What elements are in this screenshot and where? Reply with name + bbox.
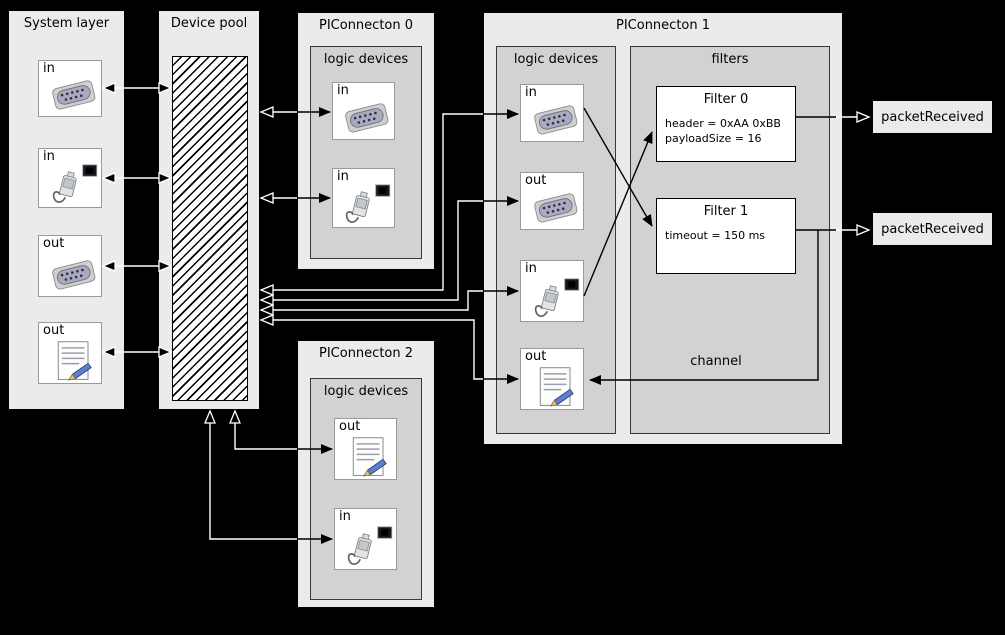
device-label: in	[43, 149, 55, 164]
device-label: in	[525, 261, 537, 276]
serial-port-icon	[48, 73, 100, 115]
system-layer-title: System layer	[23, 16, 110, 31]
filter-param: header = 0xAA 0xBB	[665, 117, 781, 130]
filters-title: filters	[711, 52, 749, 67]
event-label: packetReceived	[881, 221, 984, 237]
filter-0-box: Filter 0 header = 0xAA 0xBB payloadSize …	[656, 86, 796, 162]
system-device-out-document: out	[38, 322, 102, 384]
pic2-device-in-ethernet: in	[334, 508, 397, 570]
pic1-device-out-document: out	[520, 348, 584, 410]
document-icon	[530, 366, 582, 408]
pic0-device-in-ethernet: in	[332, 168, 395, 228]
ethernet-plug-icon	[48, 164, 100, 206]
device-label: out	[339, 419, 361, 434]
pic0-device-in-serial: in	[332, 82, 395, 140]
packet-received-event-0: packetReceived	[872, 100, 993, 134]
device-pool-title: Device pool	[170, 16, 248, 31]
piconnecton0-title: PIConnecton 0	[318, 18, 414, 33]
packet-received-event-1: packetReceived	[872, 212, 993, 246]
pic1-device-out-serial: out	[520, 172, 584, 230]
device-label: in	[337, 169, 349, 184]
pic1-device-in-ethernet: in	[520, 260, 584, 322]
device-label: out	[43, 236, 65, 251]
filter-1-box: Filter 1 timeout = 150 ms	[656, 198, 796, 274]
device-label: in	[525, 85, 537, 100]
logic-devices-title: logic devices	[513, 52, 599, 67]
ethernet-plug-icon	[530, 278, 582, 320]
filter-title: Filter 0	[703, 92, 749, 107]
device-label: in	[43, 61, 55, 76]
pic1-device-in-serial: in	[520, 84, 584, 142]
ethernet-plug-icon	[343, 526, 395, 568]
device-pool-hatched-area	[172, 56, 248, 401]
document-icon	[48, 340, 100, 382]
device-label: out	[525, 349, 547, 364]
serial-port-icon	[341, 96, 393, 138]
filter-title: Filter 1	[703, 204, 749, 219]
piconnecton1-title: PIConnecton 1	[615, 18, 711, 33]
piconnecton2-title: PIConnecton 2	[318, 346, 414, 361]
filter-param: payloadSize = 16	[665, 132, 762, 145]
serial-port-icon	[530, 186, 582, 228]
system-device-in-serial: in	[38, 60, 102, 117]
logic-devices-title: logic devices	[323, 384, 409, 399]
device-label: in	[339, 509, 351, 524]
event-label: packetReceived	[881, 109, 984, 125]
serial-port-icon	[48, 253, 100, 295]
ethernet-plug-icon	[341, 184, 393, 226]
device-label: out	[525, 173, 547, 188]
filter-param: timeout = 150 ms	[665, 229, 766, 242]
logic-devices-title: logic devices	[323, 52, 409, 67]
device-label: in	[337, 83, 349, 98]
channel-label: channel	[690, 354, 742, 369]
device-label: out	[43, 323, 65, 338]
system-device-in-ethernet: in	[38, 148, 102, 208]
serial-port-icon	[530, 98, 582, 140]
system-device-out-serial: out	[38, 235, 102, 297]
document-icon	[343, 436, 395, 478]
pic2-device-out-document: out	[334, 418, 397, 480]
